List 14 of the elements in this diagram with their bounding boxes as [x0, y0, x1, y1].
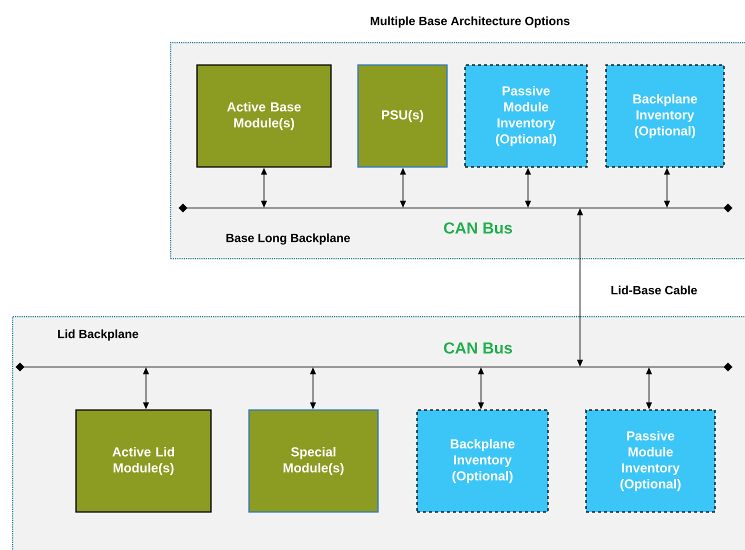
module-box: Passive Module Inventory (Optional)	[585, 409, 716, 513]
edge-label: Lid-Base Cable	[611, 286, 697, 294]
module-box: PSU(s)	[357, 64, 448, 168]
module-box: Special Module(s)	[248, 409, 379, 513]
module-box: Backplane Inventory (Optional)	[416, 409, 549, 513]
bus-label: CAN Bus	[444, 222, 512, 234]
bus-label: CAN Bus	[444, 342, 512, 354]
panel-label: Multiple Base Architecture Options	[370, 16, 570, 28]
module-box: Active Base Module(s)	[196, 64, 332, 168]
panel-label: Base Long Backplane	[226, 233, 350, 245]
module-box: Passive Module Inventory (Optional)	[464, 64, 588, 168]
module-box: Backplane Inventory (Optional)	[605, 64, 725, 168]
module-box: Active Lid Module(s)	[75, 409, 212, 513]
panel-label: Lid Backplane	[58, 329, 138, 341]
